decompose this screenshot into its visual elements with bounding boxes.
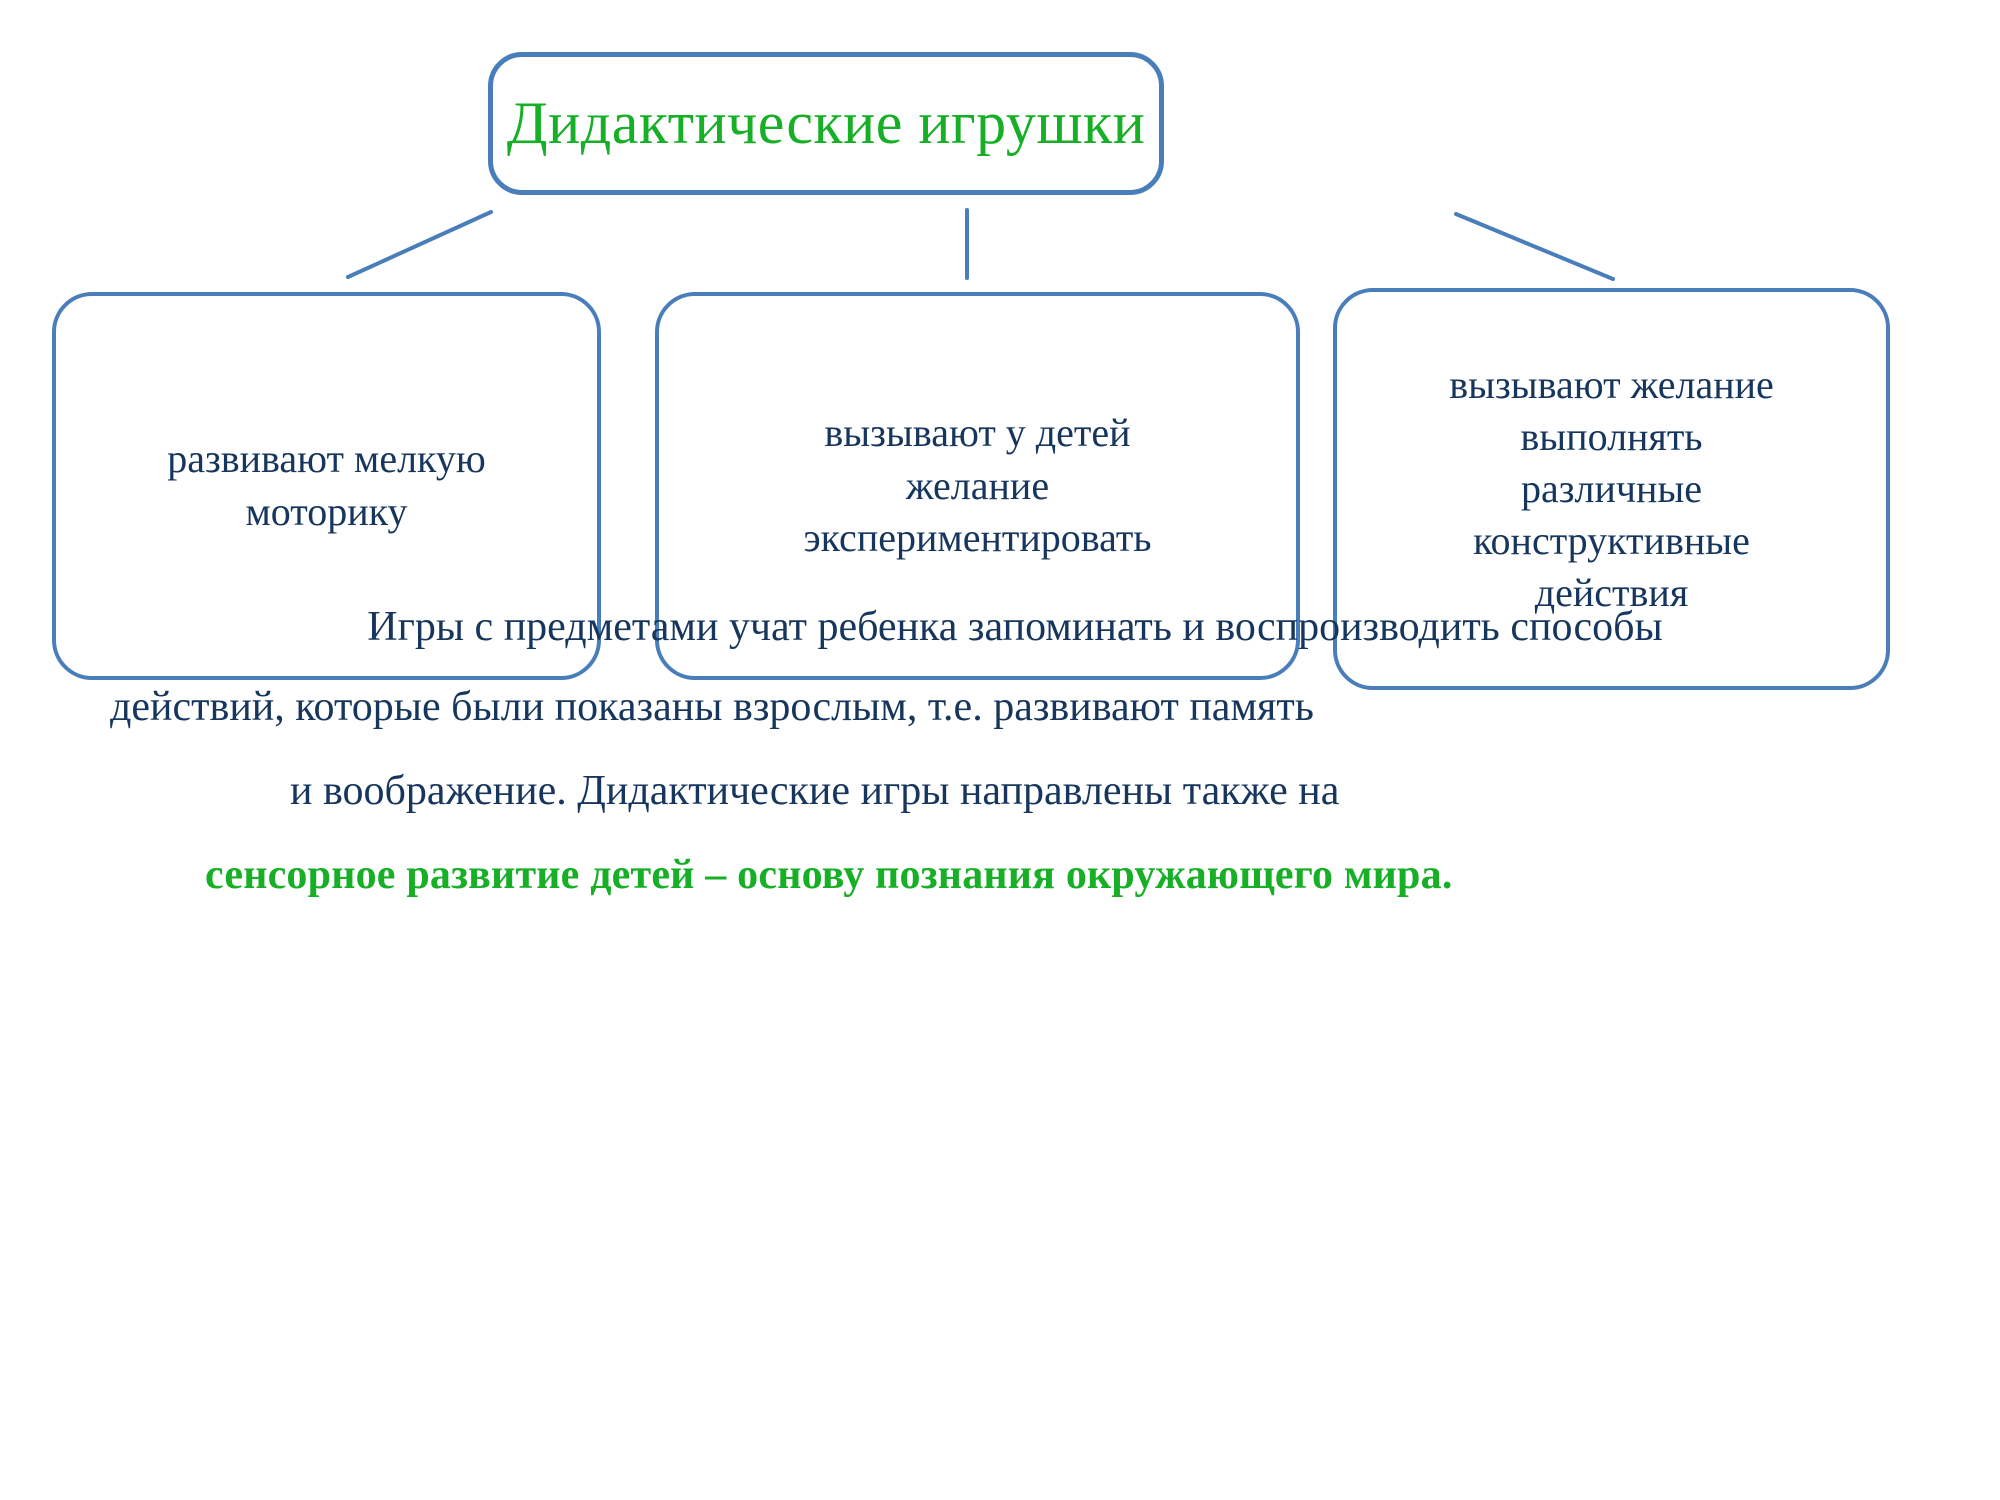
node-text-line: развивают мелкую: [167, 436, 486, 482]
diagram-node-fine-motor[interactable]: развивают мелкую моторику: [52, 292, 601, 680]
node-text-line: конструктивные: [1473, 518, 1750, 563]
connector-line-left: [346, 210, 493, 279]
node-text-line: различные: [1520, 466, 1703, 511]
node-text-line: моторику: [245, 489, 408, 534]
paragraph-line-4-highlight: сенсорное развитие детей – основу познан…: [205, 852, 1453, 898]
node-text-line: вызывают желание: [1449, 362, 1774, 407]
diagram-title-label: Дидактические игрушки: [506, 90, 1146, 156]
diagram-node-constructive-actions-label: вызывают желание выполнять различные кон…: [1431, 359, 1792, 619]
diagram-node-experiment-desire-label: вызывают у детей желание экспериментиров…: [785, 407, 1169, 565]
paragraph-line-3: и воображение. Дидактические игры направ…: [290, 768, 1340, 814]
node-text-line: действия: [1534, 570, 1689, 615]
diagram-node-constructive-actions[interactable]: вызывают желание выполнять различные кон…: [1333, 288, 1890, 690]
diagram-title-node[interactable]: Дидактические игрушки: [488, 52, 1164, 195]
paragraph-line-2: действий, которые были показаны взрослым…: [110, 684, 1314, 730]
node-text-line: желание: [905, 462, 1050, 508]
paragraph-line-1: Игры с предметами учат ребенка запоминат…: [367, 604, 1663, 650]
connector-line-right: [1454, 212, 1615, 281]
diagram-node-experiment-desire[interactable]: вызывают у детей желание экспериментиров…: [655, 292, 1300, 680]
diagram-node-fine-motor-label: развивают мелкую моторику: [149, 433, 504, 539]
node-text-line: выполнять: [1520, 414, 1703, 459]
node-text-line: вызывают у детей: [824, 409, 1131, 455]
node-text-line: экспериментировать: [803, 515, 1152, 561]
